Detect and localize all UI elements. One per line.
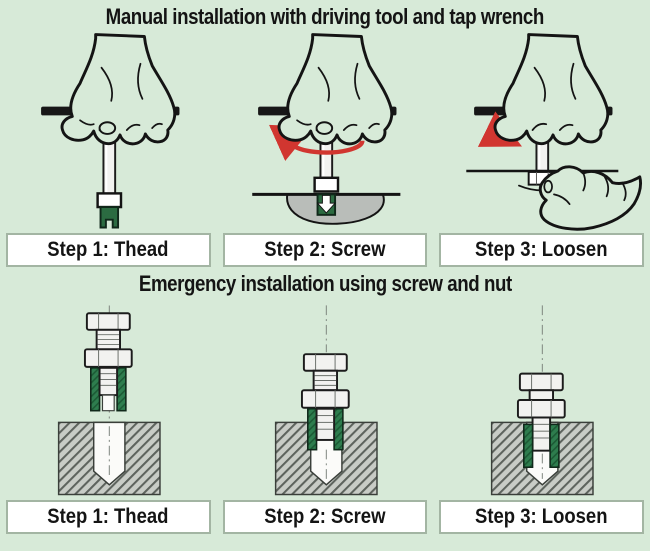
manual-step3-illustration <box>439 32 644 232</box>
manual-step1-label: Step 1: Thead <box>6 233 211 267</box>
hand-gripping-tool <box>277 33 393 146</box>
emergency-step2-label: Step 2: Screw <box>222 500 428 534</box>
emergency-step3-label-text: Step 3: Loosen <box>475 505 608 528</box>
manual-step2-label-text: Step 2: Screw <box>264 238 386 261</box>
emergency-step2-illustration <box>223 299 428 499</box>
section-title-manual: Manual installation with driving tool an… <box>0 0 650 32</box>
down-arrow <box>316 194 336 214</box>
emergency-illustration-row <box>0 299 650 499</box>
emergency-step1-label-text: Step 1: Thead <box>47 505 169 528</box>
bolt-removed-insert-seated-icon <box>491 305 595 496</box>
hand-driving-tool-screw-rotation-icon <box>251 33 401 225</box>
emergency-step-labels: Step 1: Thead Step 2: Screw Step 3: Loos… <box>0 500 650 534</box>
emergency-step1-label: Step 1: Thead <box>6 500 211 534</box>
manual-step3-label: Step 3: Loosen <box>439 233 644 267</box>
hand-holding-nut <box>539 165 643 231</box>
manual-step2-illustration <box>223 32 428 232</box>
emergency-step3-illustration <box>439 299 644 499</box>
manual-step1-illustration <box>6 32 211 232</box>
hand-driving-tool-loosen-nut-icon <box>466 33 643 231</box>
bolt-head <box>519 372 565 392</box>
hand-gripping-tool <box>493 33 610 146</box>
green-tang <box>99 206 120 229</box>
thumb-nail <box>98 121 117 135</box>
manual-step-labels: Step 1: Thead Step 2: Screw Step 3: Loos… <box>0 233 650 267</box>
section-title-emergency-text: Emergency installation using screw and n… <box>138 271 512 296</box>
manual-step2-label: Step 2: Screw <box>222 233 428 267</box>
thread-insert <box>90 366 127 412</box>
manual-illustration-row <box>0 32 650 232</box>
bolt-head <box>85 312 131 331</box>
thumb-nail <box>543 179 554 194</box>
hand-driving-tool-thread-icon <box>41 33 180 229</box>
emergency-step3-label: Step 3: Loosen <box>439 500 644 534</box>
thread-insert <box>523 423 560 469</box>
section-title-emergency: Emergency installation using screw and n… <box>0 271 650 299</box>
hex-nut <box>300 389 350 409</box>
manual-step1-label-text: Step 1: Thead <box>47 238 169 261</box>
bolt-head <box>302 353 348 372</box>
section-title-manual-text: Manual installation with driving tool an… <box>105 4 545 29</box>
bolt-insert-above-hole-icon <box>57 305 161 496</box>
manual-step3-label-text: Step 3: Loosen <box>475 238 608 261</box>
emergency-step2-label-text: Step 2: Screw <box>264 505 386 528</box>
hex-nut <box>517 399 567 419</box>
thread-insert <box>306 407 344 451</box>
thumb-nail <box>315 121 333 135</box>
emergency-step1-illustration <box>6 299 211 499</box>
hex-nut <box>83 348 133 368</box>
hand-gripping-tool <box>60 33 177 146</box>
bolt-insert-entering-hole-icon <box>274 305 378 496</box>
